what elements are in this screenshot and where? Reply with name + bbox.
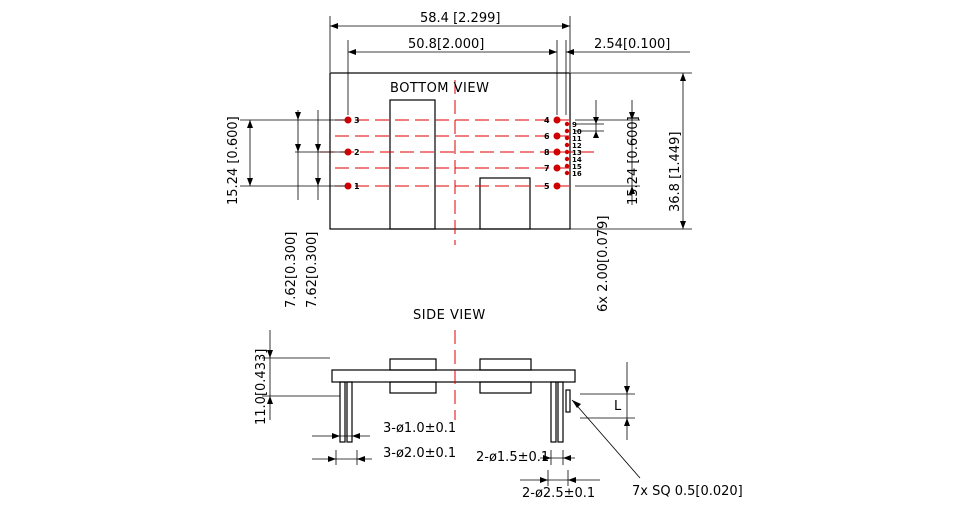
dim-right-pin-pitch: 6x 2.00[0.079] bbox=[575, 100, 611, 312]
height-right-label: 36.8 [1.449] bbox=[668, 132, 683, 212]
left-pin-group: 3 2 1 bbox=[344, 116, 360, 191]
dim-pin-square: 7x SQ 0.5[0.020] bbox=[571, 399, 743, 499]
pin-label: 6 bbox=[544, 132, 550, 141]
lead-length-label: L bbox=[614, 399, 622, 414]
left-pitch-span-label: 15.24 [0.600] bbox=[226, 116, 241, 205]
side-bottom-bump-right bbox=[479, 381, 532, 394]
pin-label: 3 bbox=[354, 116, 360, 125]
pin-label: 9 bbox=[572, 121, 577, 129]
pin-offset-label: 2.54[0.100] bbox=[594, 37, 670, 52]
pin-marker bbox=[564, 170, 570, 176]
right-pitch-span-label: 15.24 [0.600] bbox=[626, 116, 641, 205]
bottom-view-title: BOTTOM VIEW bbox=[390, 81, 489, 96]
pin-marker bbox=[344, 148, 352, 156]
pin-marker bbox=[564, 142, 570, 148]
pin-marker bbox=[344, 182, 352, 190]
pin-label: 13 bbox=[572, 149, 582, 157]
pin-marker bbox=[553, 116, 561, 124]
side-right-lead bbox=[557, 381, 564, 443]
side-left-lead bbox=[339, 381, 346, 443]
pin-marker bbox=[553, 182, 561, 190]
dim-pin-offset: 2.54[0.100] bbox=[565, 37, 690, 115]
dim-left-spacing-a: 7.62[0.300] bbox=[284, 110, 345, 308]
side-height-label: 11.0[0.433] bbox=[254, 349, 269, 425]
dim-left-spacing-b: 7.62[0.300] bbox=[305, 110, 321, 308]
right-pin-group: 4 6 8 7 5 9 10 11 12 13 14 15 16 bbox=[544, 116, 582, 191]
pin-marker bbox=[564, 149, 570, 155]
side-left-lead bbox=[346, 381, 353, 443]
pin-marker bbox=[564, 128, 570, 134]
pin-label: 4 bbox=[544, 116, 550, 125]
bottom-view: 3 2 1 4 6 8 7 5 9 10 11 bbox=[320, 72, 595, 245]
pin-label: 11 bbox=[572, 135, 582, 143]
hole-small-label: 3-ø1.0±0.1 bbox=[383, 421, 456, 436]
side-bottom-bump-left bbox=[389, 381, 437, 394]
dim-right-pitch-span: 15.24 [0.600] bbox=[575, 100, 641, 205]
pin-span-label: 50.8[2.000] bbox=[408, 37, 484, 52]
dim-hole-right: 2-ø1.5±0.1 2-ø2.5±0.1 bbox=[476, 450, 600, 501]
dim-overall-width: 58.4 [2.299] bbox=[329, 11, 571, 72]
hole-right-small-label: 2-ø1.5±0.1 bbox=[476, 450, 549, 465]
left-spacing-b-label: 7.62[0.300] bbox=[305, 232, 320, 308]
bottom-body-outline bbox=[329, 72, 571, 230]
pin-marker bbox=[344, 116, 352, 124]
pin-square-label: 7x SQ 0.5[0.020] bbox=[632, 484, 743, 499]
side-right-lead bbox=[550, 381, 557, 443]
pin-label: 15 bbox=[572, 163, 582, 171]
side-right-short-lead bbox=[565, 389, 571, 413]
dim-height-right: 36.8 [1.449] bbox=[570, 72, 692, 230]
side-view: SIDE VIEW bbox=[331, 308, 576, 443]
pin-label: 1 bbox=[354, 182, 360, 191]
side-view-title: SIDE VIEW bbox=[413, 308, 486, 323]
pin-label: 14 bbox=[572, 156, 582, 164]
overall-width-label: 58.4 [2.299] bbox=[420, 11, 500, 26]
pin-label: 12 bbox=[572, 142, 582, 150]
bottom-right-window bbox=[479, 177, 531, 230]
bottom-left-window bbox=[389, 99, 436, 230]
pin-marker bbox=[564, 156, 570, 162]
pin-label: 7 bbox=[544, 164, 550, 173]
right-pin-pitch-label: 6x 2.00[0.079] bbox=[596, 216, 611, 312]
pin-marker bbox=[564, 163, 570, 169]
hole-right-large-label: 2-ø2.5±0.1 bbox=[522, 486, 595, 501]
side-top-bump-right bbox=[479, 358, 532, 371]
pin-label: 16 bbox=[572, 170, 582, 178]
pin-label: 2 bbox=[354, 148, 360, 157]
side-top-bump-left bbox=[389, 358, 437, 371]
dim-pin-span: 50.8[2.000] bbox=[347, 37, 558, 115]
left-spacing-a-label: 7.62[0.300] bbox=[284, 232, 299, 308]
pin-marker bbox=[553, 132, 561, 140]
pin-marker bbox=[564, 121, 570, 127]
pin-label: 5 bbox=[544, 182, 550, 191]
pin-label: 10 bbox=[572, 128, 582, 136]
pin-marker bbox=[553, 148, 561, 156]
dim-lead-length: L bbox=[580, 362, 635, 440]
pin-marker bbox=[564, 135, 570, 141]
dim-side-height: 11.0[0.433] bbox=[254, 330, 340, 425]
dim-left-pitch-span: 15.24 [0.600] bbox=[226, 116, 345, 205]
dim-hole-left: 3-ø1.0±0.1 3-ø2.0±0.1 bbox=[312, 421, 456, 465]
side-base-plate bbox=[331, 369, 576, 383]
pin-marker bbox=[553, 164, 561, 172]
pin-label: 8 bbox=[544, 148, 550, 157]
hole-large-label: 3-ø2.0±0.1 bbox=[383, 446, 456, 461]
